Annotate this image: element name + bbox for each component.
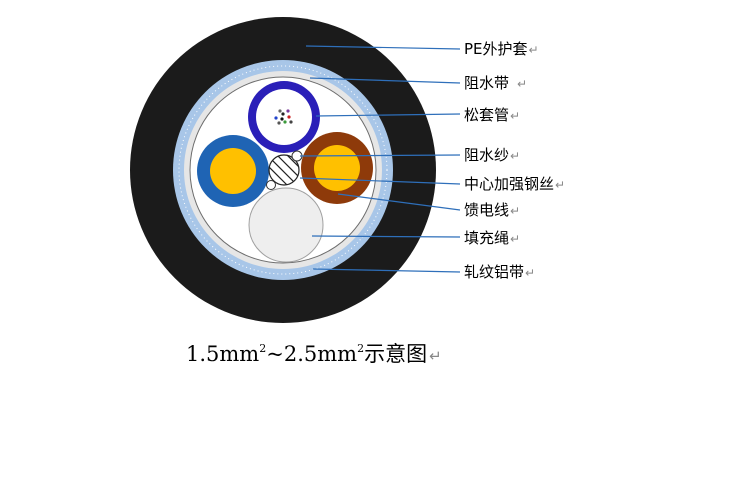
label-filler-rope-return-mark: ↵	[510, 232, 520, 246]
leader-line-pe-outer-sheath	[305, 45, 461, 50]
feeder-wire-right	[301, 132, 373, 204]
label-feeder-wire-text: 馈电线	[464, 201, 509, 219]
label-pe-outer-sheath: PE外护套↵	[464, 40, 539, 58]
leader-line-feeder-wire	[337, 193, 461, 211]
water-blocking-yarns	[266, 150, 303, 190]
label-loose-tube: 松套管↵	[464, 106, 520, 124]
leader-line-central-strength-wire	[299, 177, 461, 185]
label-central-strength-wire: 中心加强钢丝↵	[464, 175, 565, 193]
loose-tube-inner	[256, 89, 312, 145]
label-loose-tube-return-mark: ↵	[510, 109, 520, 123]
leader-line-loose-tube	[315, 113, 461, 117]
caption-sup1: 2	[259, 342, 267, 355]
label-filler-rope: 填充绳↵	[464, 229, 520, 247]
label-water-blocking-tape-return-mark: ↵	[517, 77, 527, 91]
caption-suffix: 示意图	[364, 342, 428, 366]
label-feeder-wire-return-mark: ↵	[510, 204, 520, 218]
label-pe-outer-sheath-text: PE外护套	[464, 40, 528, 58]
feeder-wire-right-conductor	[314, 145, 360, 191]
cable-cross-section	[130, 17, 436, 323]
filler-rope-circle	[248, 187, 324, 263]
label-water-blocking-yarn-text: 阻水纱	[464, 146, 509, 164]
label-filler-rope-text: 填充绳	[464, 229, 509, 247]
loose-tube	[248, 81, 320, 153]
leader-lines	[299, 45, 461, 273]
feeder-wire-left-conductor	[210, 148, 256, 194]
label-water-blocking-yarn: 阻水纱↵	[464, 146, 520, 164]
leader-line-water-blocking-tape	[309, 77, 461, 84]
label-central-strength-wire-text: 中心加强钢丝	[464, 175, 554, 193]
corrugated-aluminum-tape-dots	[178, 65, 388, 275]
label-water-blocking-yarn-return-mark: ↵	[510, 149, 520, 163]
label-loose-tube-text: 松套管	[464, 106, 509, 124]
optical-fibers	[274, 109, 293, 125]
component-labels: PE外护套↵阻水带↵松套管↵阻水纱↵中心加强钢丝↵馈电线↵填充绳↵轧纹铝带↵	[464, 40, 565, 281]
leader-line-water-blocking-yarn	[299, 154, 461, 157]
label-corrugated-aluminum-tape-return-mark: ↵	[525, 266, 535, 280]
label-corrugated-aluminum-tape: 轧纹铝带↵	[464, 263, 535, 281]
leader-line-filler-rope	[311, 235, 461, 238]
filler-rope	[248, 187, 324, 263]
label-corrugated-aluminum-tape-text: 轧纹铝带	[464, 263, 524, 281]
label-pe-outer-sheath-return-mark: ↵	[529, 43, 539, 57]
label-water-blocking-tape-text: 阻水带	[464, 74, 509, 92]
caption-tilde: ~	[266, 342, 284, 366]
label-central-strength-wire-return-mark: ↵	[555, 178, 565, 192]
feeder-wire-left	[197, 135, 269, 207]
leader-line-corrugated-aluminum-tape	[312, 268, 461, 273]
label-feeder-wire: 馈电线↵	[464, 201, 520, 219]
caption-return-mark: ↵	[429, 347, 442, 365]
central-strength-member-outline	[268, 154, 300, 186]
label-water-blocking-tape: 阻水带 ↵	[464, 74, 527, 92]
diagram-caption: 1.5mm2~2.5mm2示意图↵	[186, 338, 442, 368]
caption-part2: 2.5mm	[283, 342, 358, 366]
caption-sup2: 2	[357, 342, 365, 355]
caption-part1: 1.5mm	[186, 342, 260, 366]
